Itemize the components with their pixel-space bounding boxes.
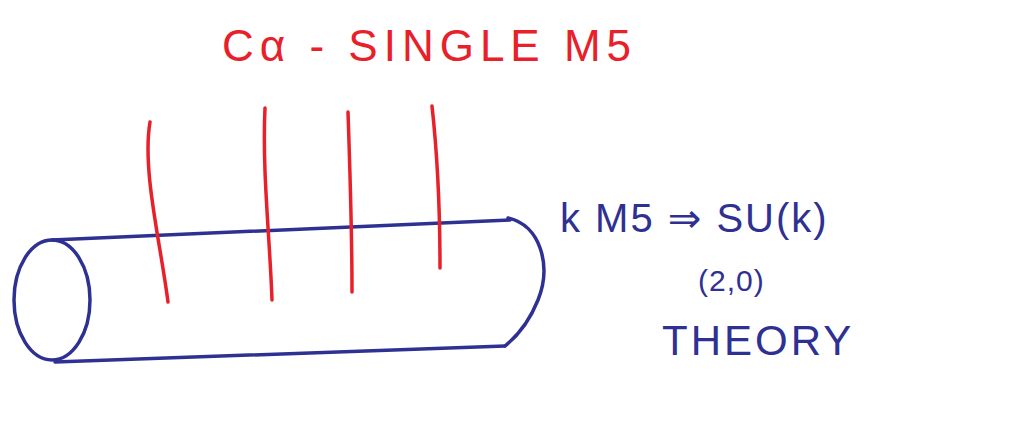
single-m5-line — [348, 112, 352, 292]
theory-type: (2,0) — [698, 264, 765, 297]
theory-label: THEORY — [662, 318, 854, 364]
single-m5-line — [432, 106, 440, 268]
cylinder-right-end — [505, 218, 544, 346]
single-m5-line — [148, 122, 168, 302]
cylinder-bottom-edge — [55, 346, 505, 362]
stack-label: k M5 ⇒ SU(k) — [560, 196, 829, 240]
membrane-title: Cα - SINGLE M5 — [222, 22, 637, 70]
cylinder-end — [14, 240, 90, 360]
single-m5-line — [264, 108, 272, 300]
